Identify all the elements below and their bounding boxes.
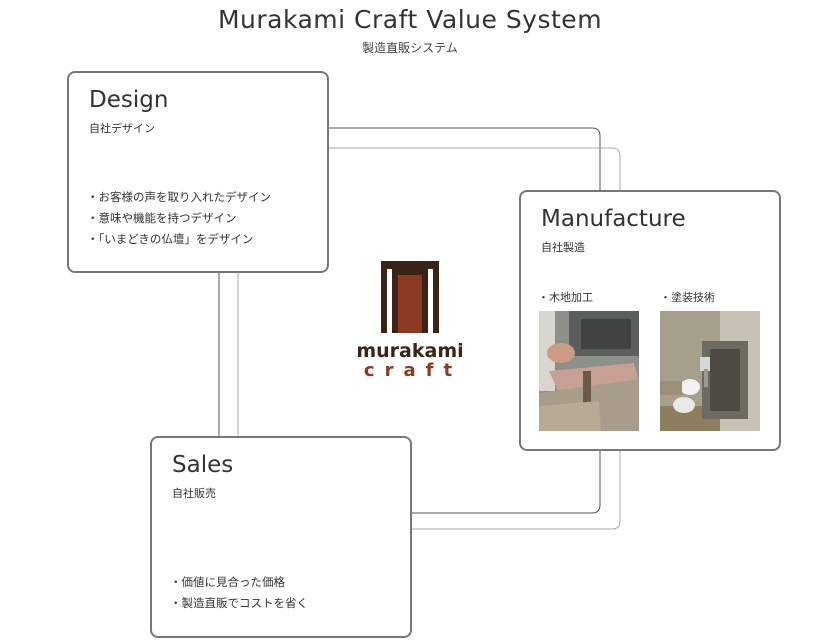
sales-bullet: 製造直販でコストを省く [170, 593, 309, 614]
design-subtitle: 自社デザイン [89, 122, 155, 135]
design-title: Design [89, 87, 169, 113]
manufacture-card: Manufacture 自社製造 木地加工 塗装技術 [519, 190, 781, 451]
connector-outer-loop [218, 127, 601, 514]
sales-subtitle: 自社販売 [172, 487, 216, 500]
woodworking-photo [539, 311, 639, 431]
murakami-craft-logo: murakami craft [356, 261, 464, 381]
logo-mark-icon [381, 261, 439, 333]
page-subtitle: 製造直販システム [362, 41, 458, 55]
sales-bullet-list: 価値に見合った価格 製造直販でコストを省く [170, 572, 309, 614]
logo-word-murakami: murakami [356, 340, 464, 362]
logo-word-craft: craft [363, 360, 463, 381]
design-bullet: 意味や機能を持つデザイン [87, 208, 271, 229]
connector-inner-loop [237, 147, 621, 530]
manufacture-subtitle: 自社製造 [541, 241, 585, 254]
spray-painting-photo [660, 311, 760, 431]
sales-card: Sales 自社販売 価値に見合った価格 製造直販でコストを省く [150, 436, 412, 638]
process-label: 塗装技術 [660, 289, 715, 305]
design-bullet-list: お客様の声を取り入れたデザイン 意味や機能を持つデザイン 「いまどきの仏壇」をデ… [87, 187, 272, 250]
design-bullet: お客様の声を取り入れたデザイン [87, 187, 272, 208]
sales-title: Sales [172, 452, 234, 478]
design-bullet: 「いまどきの仏壇」をデザイン [87, 229, 271, 250]
process-label: 木地加工 [538, 289, 593, 305]
design-card: Design 自社デザイン お客様の声を取り入れたデザイン 意味や機能を持つデザ… [67, 71, 329, 273]
page-title: Murakami Craft Value System [217, 5, 603, 34]
manufacture-title: Manufacture [541, 206, 686, 232]
sales-bullet: 価値に見合った価格 [170, 572, 308, 593]
